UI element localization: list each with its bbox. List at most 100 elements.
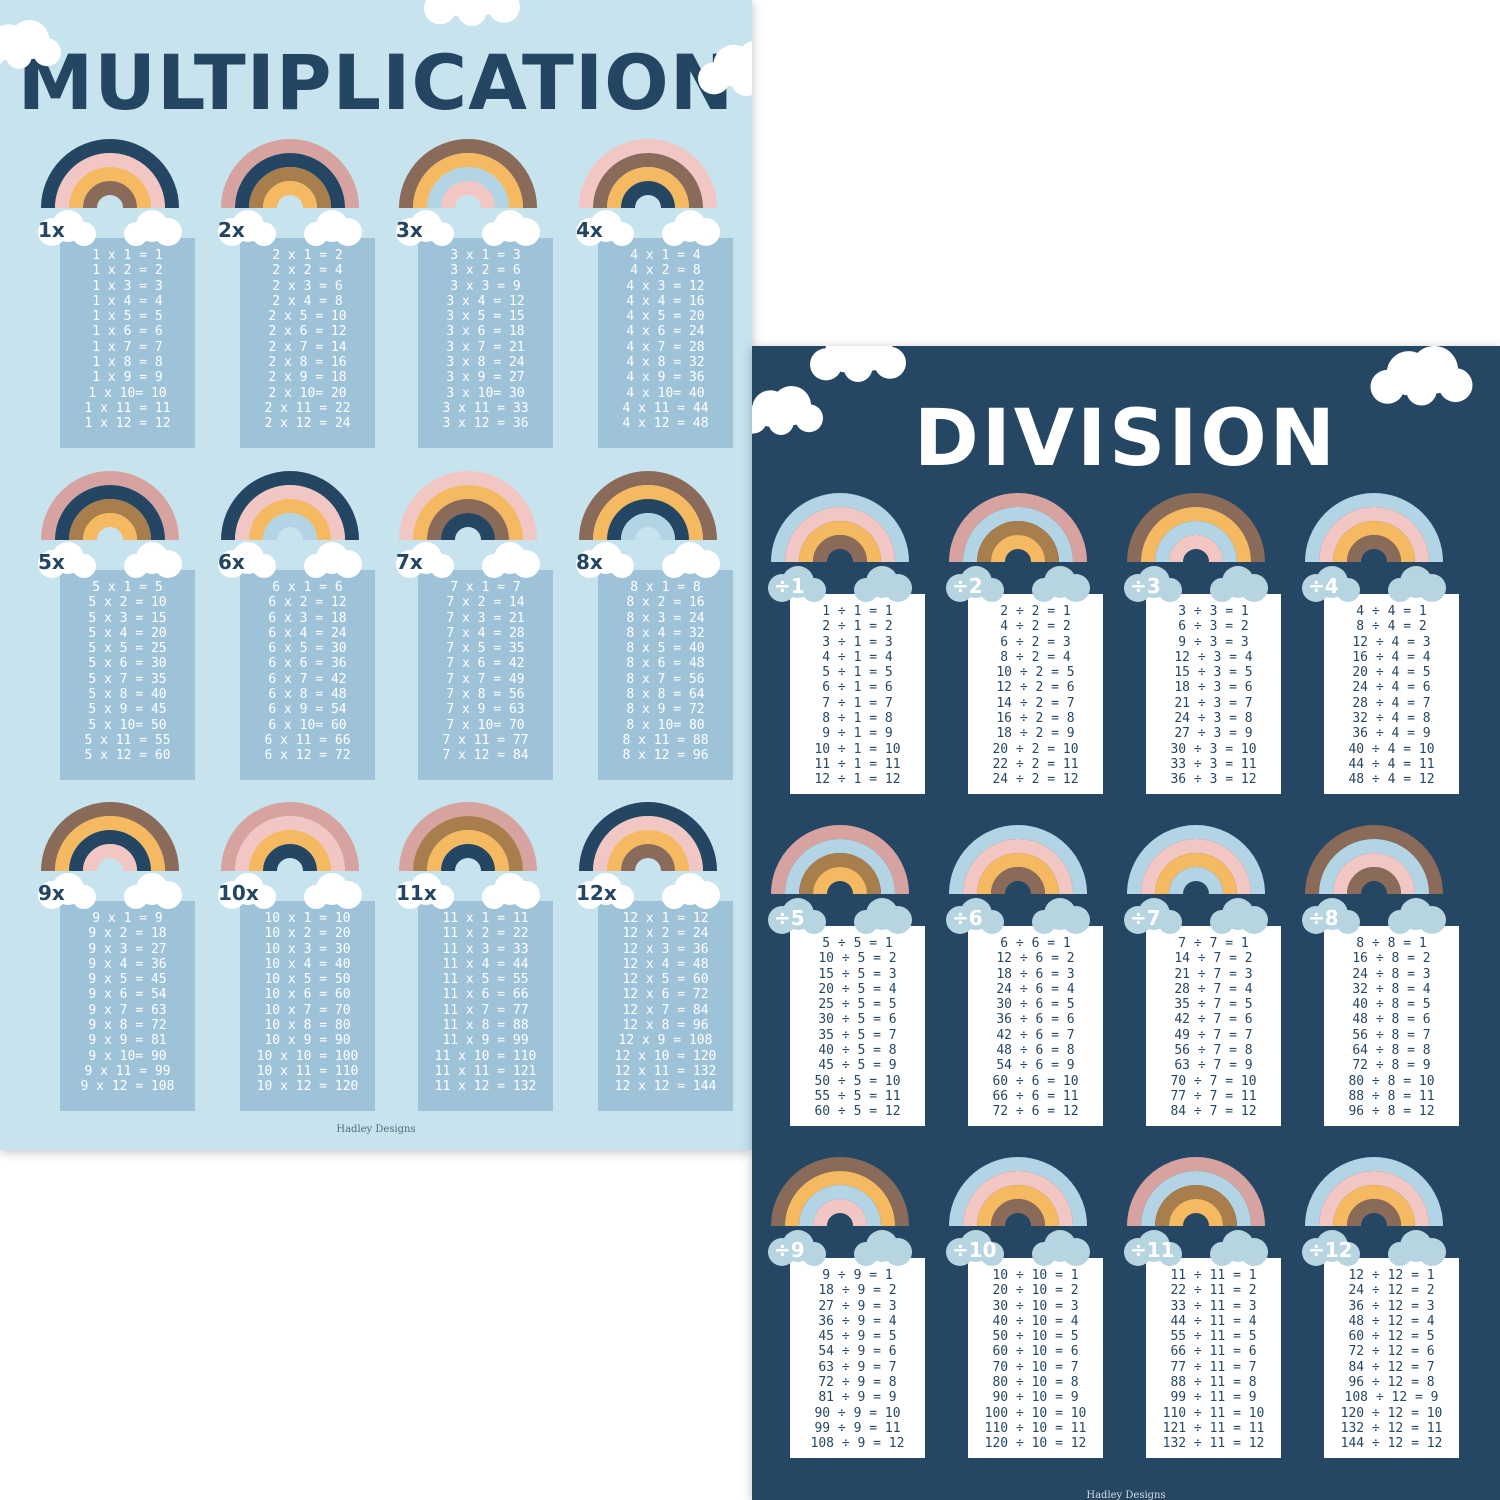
table-line: 4 x 9 = 36 xyxy=(626,370,705,386)
table-line: 6 x 2 = 12 xyxy=(268,595,347,611)
table-line: 11 ÷ 11 = 1 xyxy=(1170,1268,1257,1283)
multiplication-table-label: 8x xyxy=(576,550,603,574)
table-line: 48 ÷ 4 = 12 xyxy=(1348,772,1435,788)
table-line: 8 x 10= 80 xyxy=(626,717,705,733)
cloud-icon xyxy=(752,386,823,435)
table-line: 10 ÷ 2 = 5 xyxy=(996,665,1075,681)
rainbow-icon xyxy=(946,825,1090,934)
table-line: 2 x 5 = 10 xyxy=(268,309,347,325)
table-line: 4 x 3 = 12 xyxy=(626,278,705,294)
multiplication-table-box xyxy=(240,570,375,780)
table-line: 30 ÷ 6 = 5 xyxy=(996,997,1075,1013)
table-line: 11 x 9 = 99 xyxy=(442,1033,529,1049)
table-line: 120 ÷ 10 = 12 xyxy=(984,1436,1087,1452)
table-line: 54 ÷ 6 = 9 xyxy=(996,1058,1075,1074)
table-line: 7 x 8 = 56 xyxy=(446,687,525,703)
table-line: 80 ÷ 10 = 8 xyxy=(992,1375,1079,1391)
table-line: 96 ÷ 8 = 12 xyxy=(1348,1104,1435,1120)
division-table-label: ÷7 xyxy=(1130,906,1161,930)
table-line: 1 x 8 = 8 xyxy=(92,355,163,371)
multiplication-table-label: 9x xyxy=(38,881,65,905)
table-line: 1 ÷ 1 = 1 xyxy=(822,604,893,619)
table-line: 10 ÷ 1 = 10 xyxy=(814,741,901,757)
table-line: 32 ÷ 8 = 4 xyxy=(1352,981,1431,997)
table-line: 66 ÷ 6 = 11 xyxy=(992,1088,1079,1104)
table-line: 11 ÷ 1 = 11 xyxy=(814,756,901,772)
division-table-label: ÷5 xyxy=(774,906,805,930)
rainbow-icon xyxy=(768,825,912,934)
multiplication-table-label: 12x xyxy=(576,881,617,905)
division-table-label: ÷9 xyxy=(774,1238,805,1262)
table-line: 100 ÷ 10 = 10 xyxy=(984,1405,1087,1421)
table-line: 7 x 5 = 35 xyxy=(446,641,525,657)
division-table-box xyxy=(1146,594,1281,794)
table-line: 48 ÷ 6 = 8 xyxy=(996,1043,1075,1059)
table-line: 8 x 3 = 24 xyxy=(626,610,705,626)
table-line: 12 ÷ 3 = 4 xyxy=(1174,649,1253,665)
table-line: 9 x 10= 90 xyxy=(88,1048,167,1064)
table-line: 1 x 1 = 1 xyxy=(92,248,163,263)
division-table-label: ÷6 xyxy=(952,906,983,930)
table-line: 7 x 10= 70 xyxy=(446,717,525,733)
table-line: 8 x 12 = 96 xyxy=(622,748,709,764)
table-line: 10 ÷ 5 = 2 xyxy=(818,951,897,967)
table-line: 90 ÷ 10 = 9 xyxy=(992,1390,1079,1406)
table-line: 16 ÷ 8 = 2 xyxy=(1352,951,1431,967)
table-line: 6 x 12 = 72 xyxy=(264,748,351,764)
table-line: 3 x 8 = 24 xyxy=(446,355,525,371)
table-line: 9 x 7 = 63 xyxy=(88,1002,167,1018)
table-line: 6 x 10= 60 xyxy=(268,717,347,733)
table-line: 3 x 1 = 3 xyxy=(450,248,521,263)
table-line: 12 x 4 = 48 xyxy=(622,956,709,972)
table-line: 15 ÷ 3 = 5 xyxy=(1174,665,1253,681)
table-line: 5 x 4 = 20 xyxy=(88,625,167,641)
table-line: 24 ÷ 4 = 6 xyxy=(1352,680,1431,696)
table-line: 22 ÷ 2 = 11 xyxy=(992,756,1079,772)
table-line: 24 ÷ 3 = 8 xyxy=(1174,711,1253,727)
division-table-label: ÷8 xyxy=(1308,906,1339,930)
table-line: 6 x 3 = 18 xyxy=(268,610,347,626)
multiplication-table-box xyxy=(60,238,195,448)
table-line: 7 x 4 = 28 xyxy=(446,625,525,641)
table-line: 3 ÷ 1 = 3 xyxy=(822,634,893,650)
table-line: 28 ÷ 4 = 7 xyxy=(1352,695,1431,711)
table-line: 77 ÷ 11 = 7 xyxy=(1170,1359,1257,1375)
table-line: 8 x 4 = 32 xyxy=(626,625,705,641)
table-line: 30 ÷ 3 = 10 xyxy=(1170,741,1257,757)
table-line: 50 ÷ 10 = 5 xyxy=(992,1329,1079,1345)
table-line: 18 ÷ 2 = 9 xyxy=(996,726,1075,742)
table-line: 1 x 10= 10 xyxy=(88,385,167,401)
table-line: 8 x 1 = 8 xyxy=(630,580,701,595)
table-line: 3 x 3 = 9 xyxy=(450,278,521,294)
table-line: 72 ÷ 8 = 9 xyxy=(1352,1058,1431,1074)
division-table-box xyxy=(968,594,1103,794)
table-line: 10 x 12 = 120 xyxy=(256,1079,359,1095)
table-line: 121 ÷ 11 = 11 xyxy=(1162,1420,1265,1436)
table-line: 4 x 6 = 24 xyxy=(626,324,705,340)
table-line: 2 x 9 = 18 xyxy=(268,370,347,386)
table-line: 9 x 1 = 9 xyxy=(92,911,163,926)
division-table-box xyxy=(1146,926,1281,1126)
rainbow-icon xyxy=(218,139,362,246)
table-line: 2 x 3 = 6 xyxy=(272,278,343,294)
table-line: 7 x 9 = 63 xyxy=(446,702,525,718)
table-line: 4 ÷ 2 = 2 xyxy=(1000,619,1071,635)
table-line: 18 ÷ 9 = 2 xyxy=(818,1283,897,1299)
table-line: 20 ÷ 2 = 10 xyxy=(992,741,1079,757)
table-line: 108 ÷ 12 = 9 xyxy=(1344,1390,1439,1406)
table-line: 2 x 8 = 16 xyxy=(268,355,347,371)
